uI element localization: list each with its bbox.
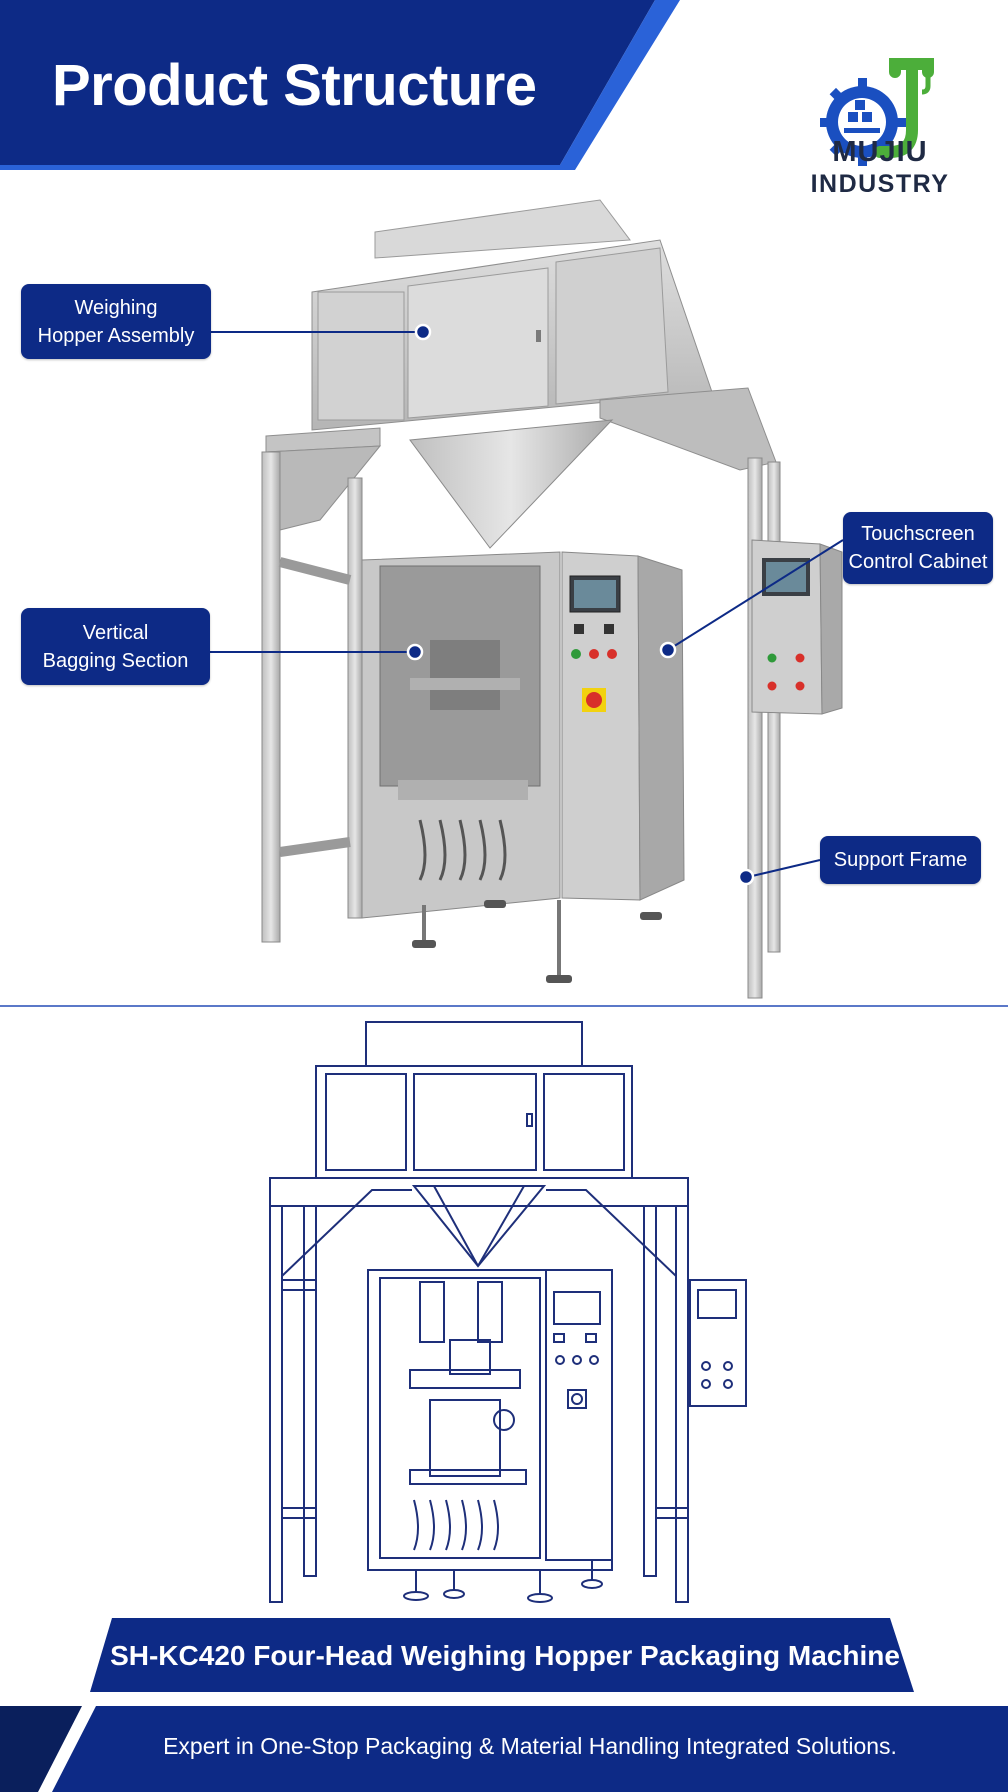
footer-banner — [0, 1706, 1008, 1792]
callout-line: Touchscreen — [861, 523, 975, 545]
callout-line: Bagging Section — [42, 649, 189, 672]
model-title: SH-KC420 Four-Head Weighing Hopper Packa… — [110, 1640, 900, 1671]
callout-line: Vertical — [82, 621, 149, 644]
callout-line: Control Cabinet — [848, 551, 988, 573]
machine-photo — [210, 199, 844, 999]
logo-brand-subtitle: INDUSTRY — [810, 170, 950, 198]
callout-line: Weighing — [74, 296, 158, 319]
logo-brand-name: MUJIU — [832, 136, 928, 168]
footer-tagline: Expert in One-Stop Packaging & Material … — [163, 1733, 897, 1759]
page-title: Product Structure — [52, 53, 537, 118]
section-divider — [0, 1005, 1008, 1007]
header-banner — [0, 0, 680, 170]
callout-line: Hopper Assembly — [37, 324, 195, 347]
callout-vertical-bagging-section: Vertical Bagging Section — [21, 608, 210, 685]
machine-line-drawing — [269, 1021, 747, 1603]
model-banner — [90, 1618, 914, 1692]
callout-line: Support Frame — [833, 849, 968, 871]
callout-touchscreen-control-cabinet: Touchscreen Control Cabinet — [843, 512, 993, 584]
mujiu-logo-icon — [820, 58, 934, 166]
callout-weighing-hopper-assembly: Weighing Hopper Assembly — [21, 284, 211, 359]
callout-support-frame: Support Frame — [820, 836, 981, 884]
